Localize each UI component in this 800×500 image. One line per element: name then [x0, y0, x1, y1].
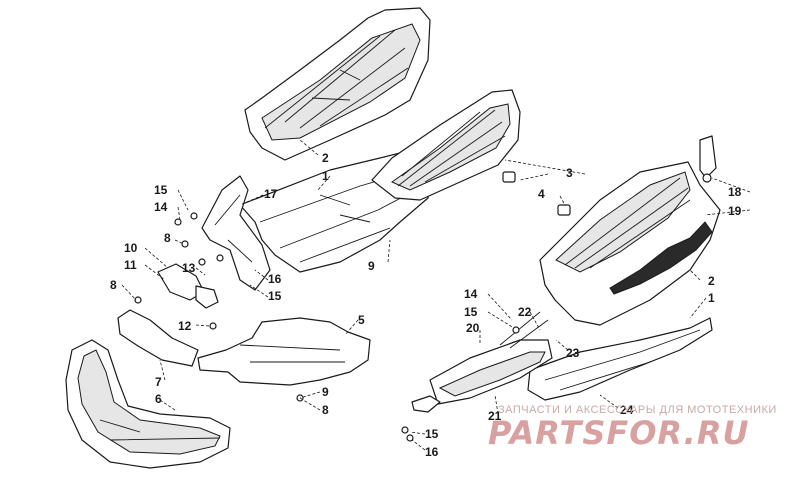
callout-21-bracket: 21	[488, 409, 502, 423]
part-step-upper-left	[244, 7, 431, 161]
callout-13-clip: 13	[182, 261, 196, 275]
callout-15-washer: 15	[268, 289, 282, 303]
callout-8-bolt: 8	[164, 231, 171, 245]
callout-18-bracket: 18	[728, 185, 742, 199]
part-bracket-10-11	[157, 263, 219, 309]
watermark-logo: PARTSFOR.RU	[488, 414, 750, 452]
callout-22-link: 22	[518, 305, 532, 319]
callout-15-upper: 15	[154, 183, 168, 197]
callout-2-upper-left: 2	[322, 151, 329, 165]
part-bracket-18	[699, 135, 717, 183]
callout-16-bottom: 16	[425, 445, 439, 459]
callout-8-bolt-left: 8	[110, 278, 117, 292]
part-step-center	[371, 89, 521, 201]
part-fasteners-4	[502, 171, 571, 216]
callout-3-center-step: 3	[566, 166, 573, 180]
callout-23-pin: 23	[566, 346, 580, 360]
callout-24-cover: 24	[620, 403, 634, 417]
callout-7-bracket: 7	[155, 375, 162, 389]
callout-2-right-step: 2	[708, 274, 715, 288]
callout-numbers: 2 1 3 4 18 19 2 1 15 14 17 8 10 11 13 16…	[110, 151, 742, 459]
callout-17-bracket: 17	[264, 187, 278, 201]
callout-6-nose: 6	[155, 392, 162, 406]
part-bracket-7	[117, 309, 199, 367]
callout-9-rivet-lower: 9	[322, 385, 329, 399]
callout-14-lower: 14	[464, 287, 478, 301]
callout-1-belly-pan: 1	[322, 169, 329, 183]
callout-11-bracket: 11	[124, 258, 137, 272]
callout-9-rivet: 9	[368, 259, 375, 273]
callout-8-bolt-lower: 8	[322, 403, 329, 417]
callout-15-bottom: 15	[425, 427, 439, 441]
part-belly-pan-right	[527, 317, 713, 401]
callout-12-screw: 12	[178, 319, 192, 333]
part-rail-20	[411, 311, 553, 413]
callout-19-decal: 19	[728, 204, 742, 218]
watermark-subtitle: ЗАПЧАСТИ И АКСЕССУАРЫ ДЛЯ МОТОТЕХНИКИ	[498, 404, 777, 416]
callout-10-bracket: 10	[124, 241, 138, 255]
leader-lines	[121, 139, 751, 451]
callout-20-rail: 20	[466, 321, 480, 335]
callout-1-right-pan: 1	[708, 291, 715, 305]
callout-15-lower: 15	[464, 305, 478, 319]
part-step-right	[539, 161, 721, 326]
part-skid-plate-5	[197, 317, 371, 386]
callout-14-upper: 14	[154, 200, 168, 214]
part-nose-6	[65, 339, 231, 469]
part-mount-bracket-left	[201, 175, 271, 291]
callout-4-fastener: 4	[538, 187, 545, 201]
callout-16-nut: 16	[268, 272, 282, 286]
callout-5-skid-plate: 5	[358, 313, 365, 327]
